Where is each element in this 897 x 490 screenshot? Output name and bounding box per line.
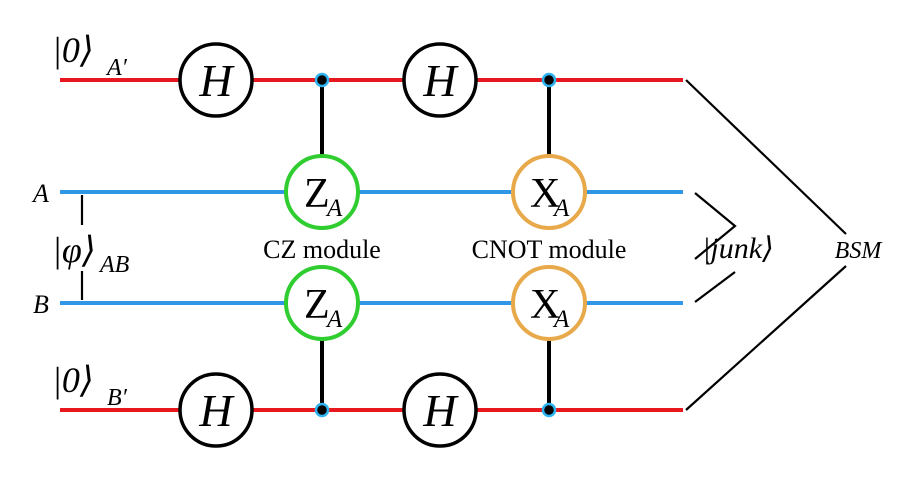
z-gate-b: Z A <box>284 265 360 341</box>
x-gate-a: X A <box>511 154 587 230</box>
svg-text:A: A <box>325 195 343 222</box>
svg-text:H: H <box>422 385 459 436</box>
svg-text:H: H <box>198 385 235 436</box>
hadamard-gate-b-prime-2: H <box>402 372 478 448</box>
hadamard-gate-b-prime-1: H <box>178 372 254 448</box>
ket-phi: |φ⟩ <box>52 230 96 270</box>
control-dot-cz-top <box>314 72 330 88</box>
bsm-bracket-lower <box>685 265 847 411</box>
wire-b-label: B <box>33 290 49 319</box>
junk-bracket-lower <box>694 271 736 303</box>
ket-zero-a-prime: |0⟩ <box>52 30 94 70</box>
bsm-label: BSM <box>835 238 884 264</box>
svg-text:A: A <box>552 306 570 333</box>
x-gate-b: X A <box>511 265 587 341</box>
hadamard-gate-a-prime-1: H <box>178 42 254 118</box>
cnot-module-label: CNOT module <box>472 235 627 264</box>
svg-text:Z: Z <box>304 282 330 328</box>
svg-text:A: A <box>325 306 343 333</box>
svg-text:H: H <box>198 55 235 106</box>
svg-text:X: X <box>530 282 560 328</box>
z-gate-a: Z A <box>284 154 360 230</box>
cz-module-label: CZ module <box>263 235 381 264</box>
bsm-bracket-upper <box>685 79 847 235</box>
svg-text:Z: Z <box>304 171 330 217</box>
control-dot-cnot-top <box>541 72 557 88</box>
subscript-a-prime: A′ <box>105 55 128 81</box>
svg-text:X: X <box>530 171 560 217</box>
junk-bracket <box>694 192 737 260</box>
hadamard-gate-a-prime-2: H <box>402 42 478 118</box>
control-dot-cz-bottom <box>314 402 330 418</box>
subscript-ab: AB <box>98 252 130 278</box>
control-dot-cnot-bottom <box>541 402 557 418</box>
svg-text:A: A <box>552 195 570 222</box>
wire-a-label: A <box>31 179 49 208</box>
subscript-b-prime: B′ <box>107 385 128 411</box>
junk-label: |junk⟩ <box>702 232 774 265</box>
ket-zero-b-prime: |0⟩ <box>52 360 94 400</box>
svg-text:H: H <box>422 55 459 106</box>
